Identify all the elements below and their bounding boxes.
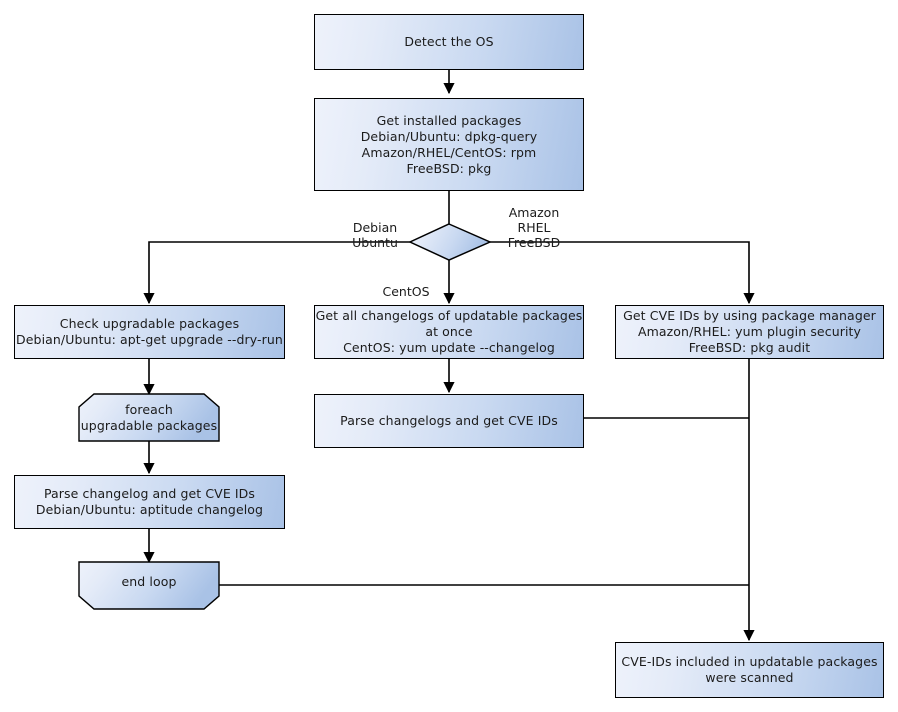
node-scanned-result[interactable]: CVE-IDs included in updatable packages w… [615, 642, 884, 698]
edge-decision-left [143, 241, 410, 305]
edge-label-branch-down: CentOS [375, 269, 437, 299]
node-check-upgradable-label: Check upgradable packages Debian/Ubuntu:… [16, 316, 283, 347]
endloop-shape [78, 561, 220, 610]
decision-diamond [408, 223, 492, 261]
node-get-installed-packages[interactable]: Get installed packages Debian/Ubuntu: dp… [314, 98, 584, 191]
node-check-upgradable[interactable]: Check upgradable packages Debian/Ubuntu:… [14, 305, 285, 359]
node-detect-os-label: Detect the OS [404, 34, 494, 49]
node-get-cve-pkgmgr-label: Get CVE IDs by using package manager Ama… [623, 308, 876, 355]
edge-label-branch-down-text: CentOS [382, 284, 430, 299]
node-parse-changelogs-multi[interactable]: Parse changelogs and get CVE IDs [314, 394, 584, 448]
edge-label-branch-right-text: Amazon RHEL FreeBSD [507, 205, 561, 250]
node-parse-changelogs-multi-label: Parse changelogs and get CVE IDs [340, 413, 558, 428]
node-foreach-loop-label: foreach upgradable packages [80, 401, 218, 433]
node-scanned-result-label: CVE-IDs included in updatable packages w… [621, 654, 878, 685]
edge-label-branch-right: Amazon RHEL FreeBSD [491, 190, 577, 250]
edge-label-branch-left: Debian Ubuntu [336, 205, 414, 250]
node-parse-changelog-single[interactable]: Parse changelog and get CVE IDs Debian/U… [14, 475, 285, 529]
edge-label-branch-left-text: Debian Ubuntu [352, 220, 398, 250]
node-end-loop-label: end loop [121, 574, 177, 589]
foreach-shape [78, 393, 220, 442]
node-get-all-changelogs-label: Get all changelogs of updatable packages… [315, 308, 583, 355]
node-get-cve-pkgmgr[interactable]: Get CVE IDs by using package manager Ama… [615, 305, 884, 359]
node-end-loop[interactable]: end loop [79, 562, 219, 602]
node-get-installed-packages-label: Get installed packages Debian/Ubuntu: dp… [360, 112, 538, 176]
node-get-all-changelogs[interactable]: Get all changelogs of updatable packages… [314, 305, 584, 359]
edge-decision-right [490, 241, 755, 305]
node-foreach-loop[interactable]: foreach upgradable packages [79, 394, 219, 441]
node-parse-changelog-single-label: Parse changelog and get CVE IDs Debian/U… [35, 486, 264, 517]
node-detect-os[interactable]: Detect the OS [314, 14, 584, 70]
